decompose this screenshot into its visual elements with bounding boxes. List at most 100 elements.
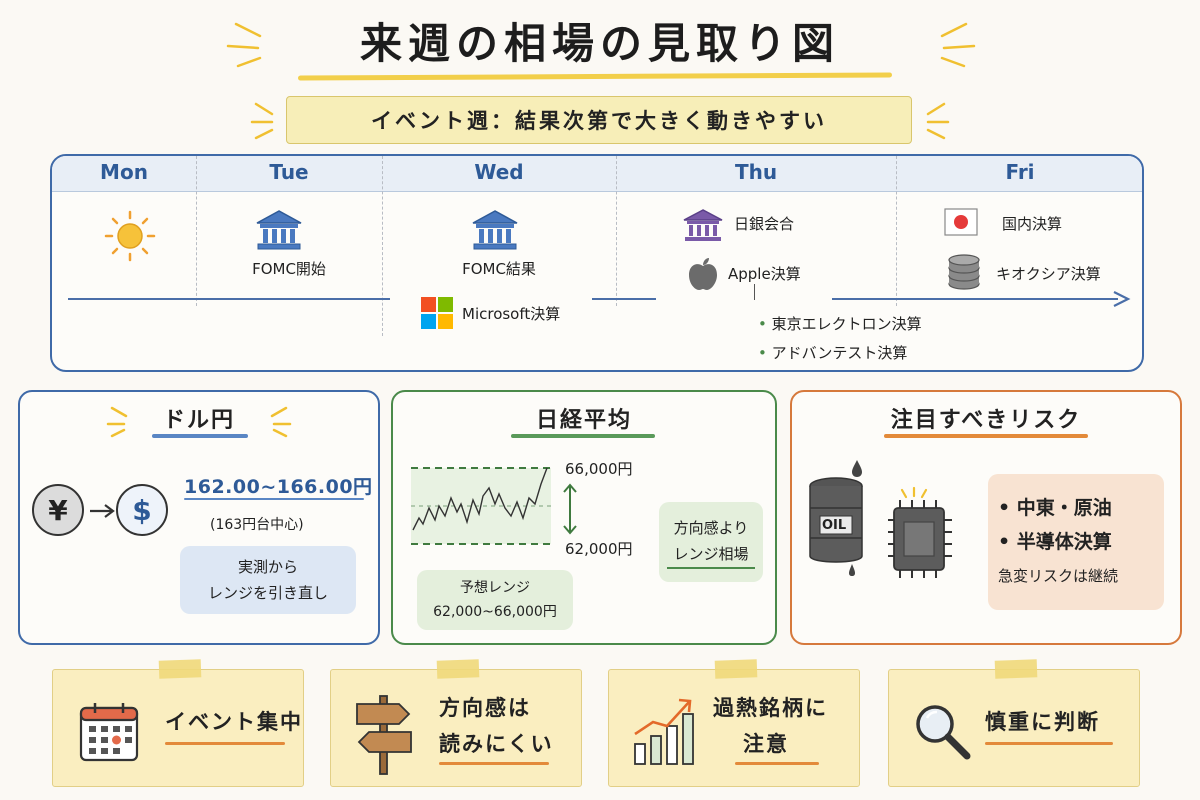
nikkei-comment-line1: 方向感より [673,519,749,537]
chip-icon [888,486,952,578]
nikkei-comment-line2: レンジ相場 [673,545,749,563]
risk-item-label: 中東・原油 [1016,497,1112,519]
forecast-label: 予想レンジ [460,580,530,596]
day-divider [616,156,617,306]
note-direction: 方向感は 読みにくい [330,659,582,787]
risk-title: 注目すべきリスク [890,408,1082,433]
day-mon: Mon [100,160,148,184]
note-event-concentration: イベント集中 [52,659,304,787]
day-divider [196,156,197,306]
memory-stack-icon [948,254,980,290]
day-divider [382,156,383,336]
day-tue: Tue [269,160,309,184]
microsoft-logo-icon [421,297,453,329]
nikkei-upper: 66,000円 [565,460,633,478]
note-overheated: 過熱銘柄に 注意 [608,659,860,787]
magnifier-icon [916,705,971,760]
range-arrow-icon [563,483,577,535]
title-underline [511,434,655,438]
connector-line [754,284,755,300]
page-title: 来週の相場の見取り図 [359,19,840,68]
day-wed: Wed [474,160,524,184]
title-spark-icon [106,406,128,438]
tape [158,659,202,679]
note-text: 過熱銘柄に [713,696,828,720]
comment-underline [667,567,755,569]
title-underline [152,434,248,438]
subtitle-banner: イベント週：結果次第で大きく動きやすい [286,96,912,144]
risk-card: 注目すべきリスク OIL • 中東・原油 • 半導体決算 急変リスクは継続 [790,390,1182,645]
event-tel-label: 東京エレクトロン決算 [771,315,922,333]
tape [714,659,758,679]
usdjpy-note: 実測から レンジを引き直し [180,546,356,614]
forecast-range: 62,000~66,000円 [433,604,557,620]
day-fri: Fri [1005,160,1035,184]
event-apple-earnings: Apple決算 [728,265,801,283]
nikkei-lower: 62,000円 [565,540,633,558]
title-underline [884,434,1088,438]
note-text: 慎重に判断 [985,710,1100,734]
subtitle-right-spark-icon [926,102,950,140]
title-underline [297,72,893,81]
nikkei-comment: 方向感より レンジ相場 [659,502,763,582]
risk-item: • 中東・原油 [998,497,1112,519]
usdjpy-note-line2: レンジを引き直し [207,584,328,602]
nikkei-card: 日経平均 66,000円 62,000円 方向感より レンジ相場 予想レンジ 6… [391,390,777,645]
range-underline [184,498,364,500]
note-underline [985,742,1113,745]
event-microsoft-earnings: Microsoft決算 [462,305,561,323]
apple-logo-icon [689,258,717,290]
timeline-line [68,298,390,300]
day-thu: Thu [734,160,778,184]
note-careful: 慎重に判断 [888,659,1140,787]
weekly-timeline: Mon Tue Wed Thu Fri FOMC開始 FOMC結果 [50,154,1144,372]
usdjpy-card: ドル円 ¥ $ 162.00~166.00円 (163円台中心) 実測から レン… [18,390,380,645]
event-domestic-earnings: 国内決算 [1002,215,1063,233]
calendar-icon [79,703,139,762]
dollar-coin-icon: $ [116,484,168,536]
oil-label: OIL [822,518,847,533]
note-text: 注意 [743,732,789,756]
event-tel-earnings: • 東京エレクトロン決算 [758,315,922,333]
bank-icon [256,210,302,250]
note-text: 読みにくい [439,732,554,756]
note-text: 方向感は [439,696,531,720]
arrow-right-icon [90,504,115,518]
signpost-icon [356,695,412,775]
left-spark-icon [226,22,262,68]
event-boj-meeting: 日銀会合 [734,215,795,233]
day-divider [896,156,897,306]
bank-icon [472,210,518,250]
event-fomc-start: FOMC開始 [252,260,326,278]
risk-footer: 急変リスクは継続 [998,567,1119,585]
usdjpy-range: 162.00~166.00円 [184,476,373,498]
timeline-line [832,298,1118,300]
timeline-header [52,156,1142,192]
usdjpy-title: ドル円 [162,408,235,433]
yen-coin-icon: ¥ [32,484,84,536]
usdjpy-center: (163円台中心) [210,517,304,533]
oil-barrel-icon [809,460,863,576]
timeline-line [592,298,656,300]
sun-icon [104,210,156,262]
bar-chart-up-icon [634,698,694,765]
timeline-arrow-icon [1113,291,1131,307]
note-underline [439,762,549,765]
note-underline [735,762,819,765]
usdjpy-note-line1: 実測から [237,558,298,576]
tape [436,659,480,679]
note-text: イベント集中 [165,710,303,734]
event-fomc-result: FOMC結果 [462,260,536,278]
nikkei-forecast: 予想レンジ 62,000~66,000円 [417,570,573,630]
note-underline [165,742,285,745]
event-advantest-earnings: • アドバンテスト決算 [758,344,908,362]
subtitle-left-spark-icon [250,102,274,140]
right-spark-icon [940,22,976,68]
nikkei-title: 日経平均 [535,408,632,433]
event-advantest-label: アドバンテスト決算 [771,344,908,362]
title-spark-icon [270,406,292,438]
japan-flag-icon [944,208,978,236]
event-kioxia-earnings: キオクシア決算 [996,265,1101,283]
risk-list: • 中東・原油 • 半導体決算 急変リスクは継続 [988,474,1164,610]
tape [994,659,1038,679]
